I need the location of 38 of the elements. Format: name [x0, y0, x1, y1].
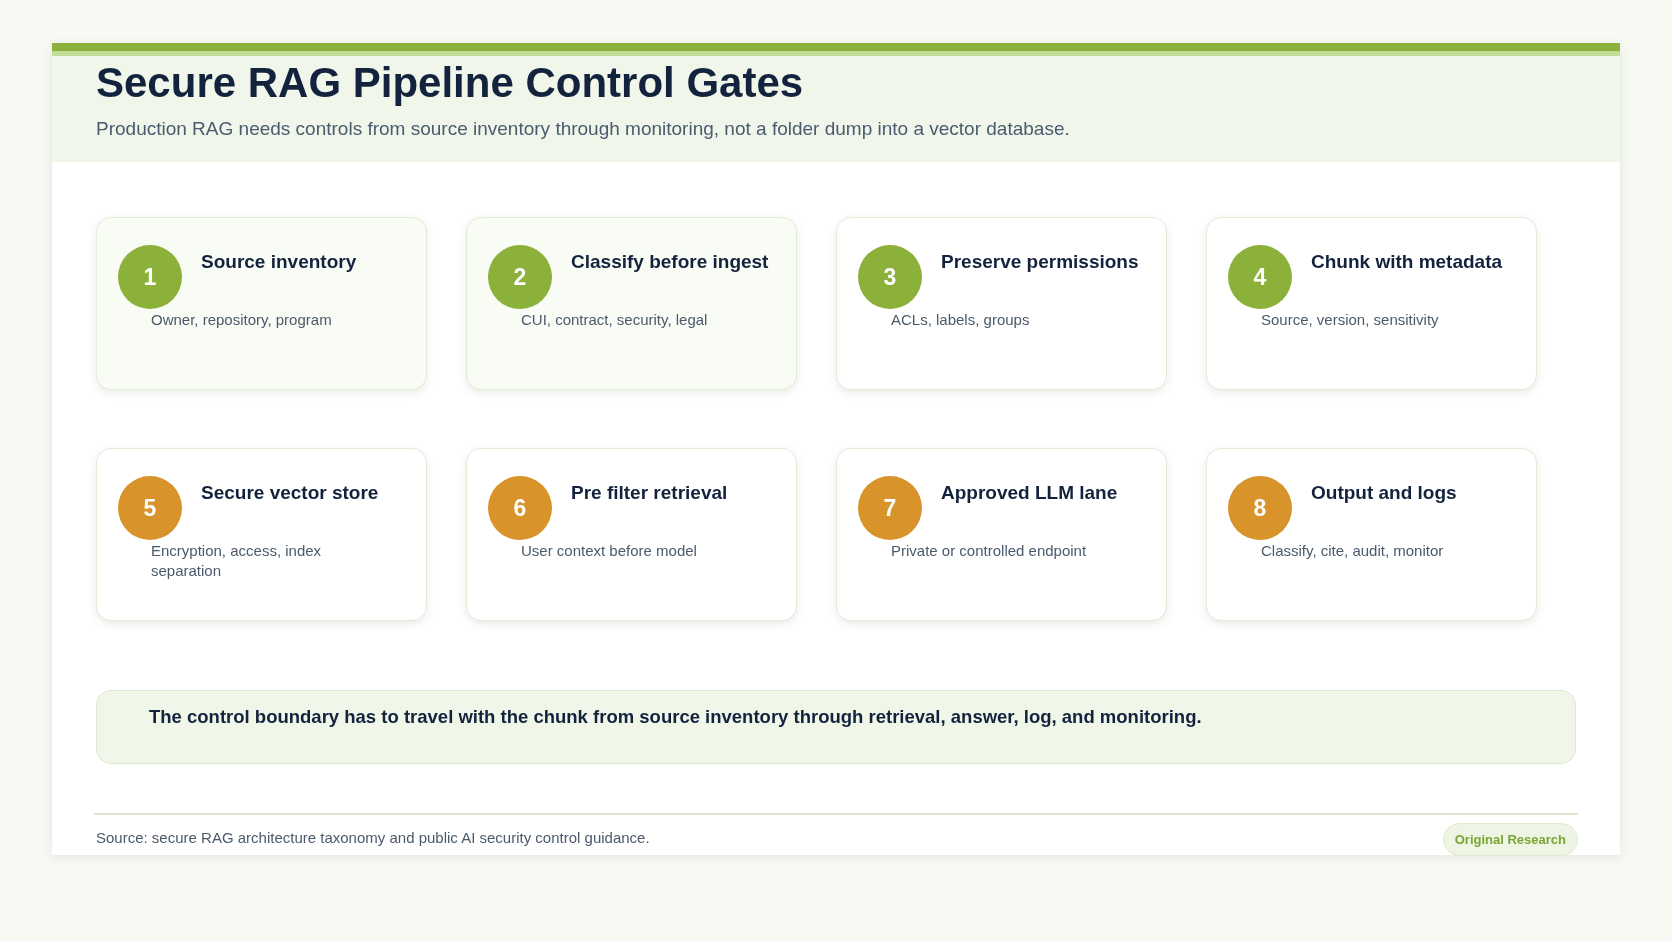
- step-number-circle: 5: [118, 476, 182, 540]
- step-description: Source, version, sensitivity: [1261, 310, 1440, 330]
- step-title: Preserve permissions: [941, 250, 1140, 274]
- step-number-circle: 6: [488, 476, 552, 540]
- step-description: Owner, repository, program: [151, 310, 333, 330]
- step-number-circle: 1: [118, 245, 182, 309]
- callout-box: [96, 690, 1576, 764]
- step-title: Output and logs: [1311, 481, 1458, 505]
- step-card: [836, 217, 1167, 390]
- step-title: Pre filter retrieval: [571, 481, 729, 505]
- step-description: CUI, contract, security, legal: [521, 310, 709, 330]
- research-badge: Original Research: [1442, 823, 1578, 856]
- callout-text: The control boundary has to travel with the chunk from source inventory through retrieval, answer, log, and monitoring.: [149, 705, 1202, 729]
- step-card: [466, 448, 797, 621]
- step-description: Classify, cite, audit, monitor: [1261, 541, 1445, 561]
- step-card: [96, 448, 427, 621]
- step-title: Approved LLM lane: [941, 481, 1119, 505]
- step-title: Chunk with metadata: [1311, 250, 1504, 274]
- title: Secure RAG Pipeline Control Gates: [96, 59, 804, 108]
- step-card: [96, 217, 427, 390]
- step-title: Secure vector store: [201, 481, 380, 505]
- step-title: Source inventory: [201, 250, 358, 274]
- step-description: User context before model: [521, 541, 698, 561]
- step-number-circle: 7: [858, 476, 922, 540]
- step-card: [466, 217, 797, 390]
- step-description: ACLs, labels, groups: [891, 310, 1031, 330]
- step-number-circle: 2: [488, 245, 552, 309]
- step-card: [836, 448, 1167, 621]
- step-title: Classify before ingest: [571, 250, 770, 274]
- step-description: Private or controlled endpoint: [891, 541, 1088, 561]
- step-number-circle: 8: [1228, 476, 1292, 540]
- step-card: [1206, 448, 1537, 621]
- step-number-circle: 4: [1228, 245, 1292, 309]
- subtitle: Production RAG needs controls from source inventory through monitoring, not a folder dump into a vector database.: [96, 118, 1070, 141]
- step-number-circle: 3: [858, 245, 922, 309]
- source-note: Source: secure RAG architecture taxonomy and public AI security control guidance.: [96, 829, 650, 847]
- step-card: [1206, 217, 1537, 390]
- step-description: Encryption, access, index separation: [151, 541, 323, 580]
